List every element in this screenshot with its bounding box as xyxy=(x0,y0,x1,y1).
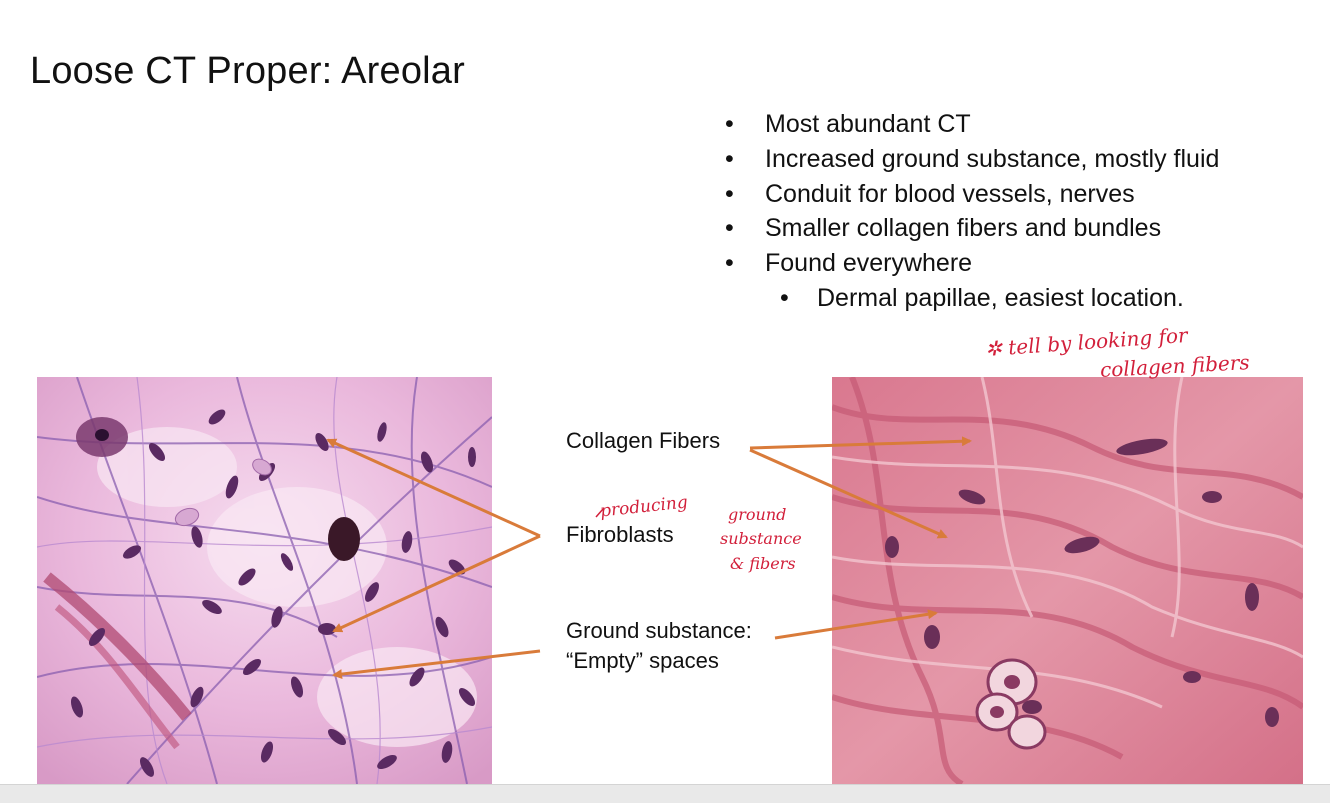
areolar-micrograph-image xyxy=(37,377,492,784)
bullet-item: Conduit for blood vessels, nerves xyxy=(725,177,1219,212)
collagen-fibers-label: Collagen Fibers xyxy=(566,428,721,453)
fibroblasts-label: Fibroblasts xyxy=(566,522,674,547)
handwritten-fibers: & fibers xyxy=(730,554,796,573)
bullet-item: Most abundant CT xyxy=(725,107,1219,142)
dermal-papillae-micrograph-image xyxy=(832,377,1303,784)
ground-substance-label: Ground substance: xyxy=(566,618,752,643)
handwritten-substance: substance xyxy=(720,529,802,548)
handwritten-ground: ground xyxy=(728,505,787,524)
handwritten-producing: producing xyxy=(599,492,689,522)
bottom-bar xyxy=(0,784,1330,803)
sub-bullet-item: Dermal papillae, easiest location. xyxy=(725,281,1219,316)
bullet-item: Smaller collagen fibers and bundles xyxy=(725,211,1219,246)
bullet-item: Found everywhere xyxy=(725,246,1219,281)
bullet-list: Most abundant CT Increased ground substa… xyxy=(725,107,1219,316)
bullet-item: Increased ground substance, mostly fluid xyxy=(725,142,1219,177)
slide-title: Loose CT Proper: Areolar xyxy=(30,50,465,92)
slide: Loose CT Proper: Areolar Most abundant C… xyxy=(0,0,1330,784)
empty-spaces-label: “Empty” spaces xyxy=(566,648,719,673)
